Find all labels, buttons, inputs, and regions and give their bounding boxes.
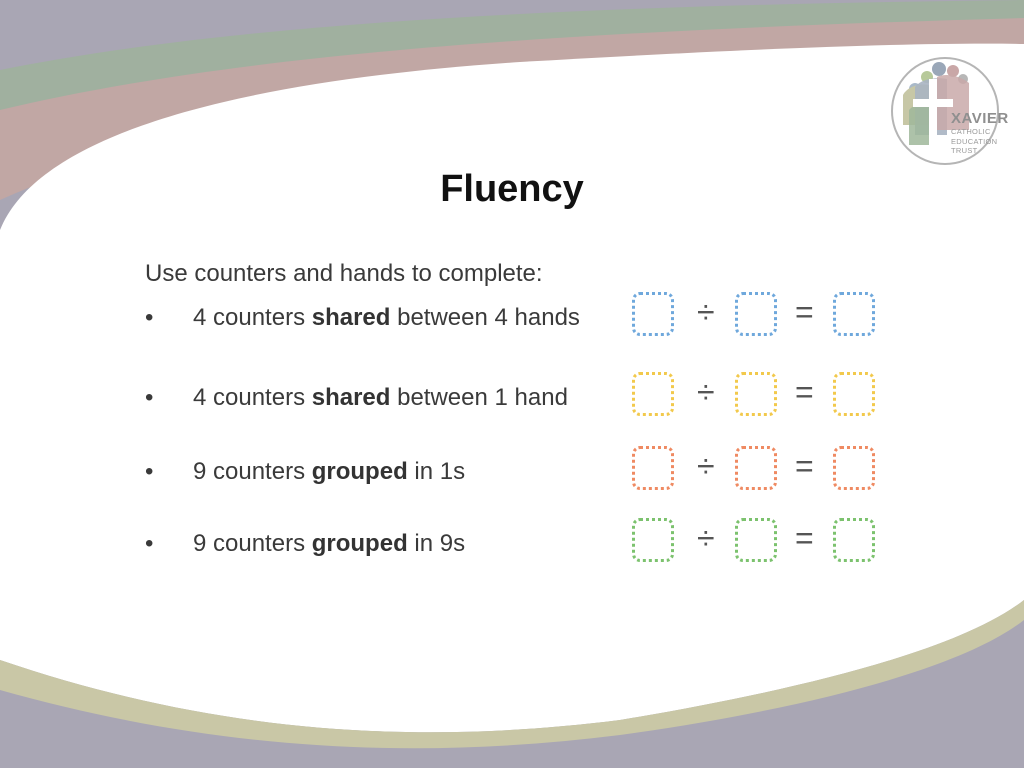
list-item: • 9 counters grouped in 9s ÷ = (145, 518, 885, 570)
bullet: • (145, 384, 154, 411)
dividend-box[interactable] (632, 446, 674, 490)
divide-sign: ÷ (697, 294, 715, 330)
item-text: 9 counters grouped in 1s (193, 458, 466, 485)
intro-text: Use counters and hands to complete: (145, 260, 543, 287)
logo-sub-2: EDUCATION (951, 136, 998, 146)
item-text: 9 counters grouped in 9s (193, 530, 466, 557)
equals-sign: = (795, 448, 814, 484)
xavier-logo: XAVIER CATHOLIC EDUCATION TRUST (889, 55, 1017, 167)
quotient-box[interactable] (833, 292, 875, 336)
divide-sign: ÷ (697, 448, 715, 484)
dividend-box[interactable] (632, 292, 674, 336)
item-text: 4 counters shared between 1 hand (193, 384, 568, 411)
logo-emblem-icon (891, 57, 999, 165)
quotient-box[interactable] (833, 518, 875, 562)
logo-text: XAVIER CATHOLIC EDUCATION TRUST (951, 111, 1009, 155)
list-item: • 9 counters grouped in 1s ÷ = (145, 446, 885, 498)
divide-sign: ÷ (697, 374, 715, 410)
dividend-box[interactable] (632, 372, 674, 416)
logo-sub-1: CATHOLIC (951, 127, 991, 136)
equals-sign: = (795, 520, 814, 556)
logo-name: XAVIER (951, 110, 1009, 127)
quotient-box[interactable] (833, 446, 875, 490)
quotient-box[interactable] (833, 372, 875, 416)
divide-sign: ÷ (697, 520, 715, 556)
logo-sub-3: TRUST (951, 146, 978, 155)
bullet: • (145, 530, 154, 557)
equals-sign: = (795, 374, 814, 410)
divisor-box[interactable] (735, 372, 777, 416)
list-item: • 4 counters shared between 4 hands ÷ = (145, 292, 885, 344)
divisor-box[interactable] (735, 518, 777, 562)
item-text: 4 counters shared between 4 hands (193, 304, 580, 331)
dividend-box[interactable] (632, 518, 674, 562)
divisor-box[interactable] (735, 446, 777, 490)
equals-sign: = (795, 294, 814, 330)
list-item: • 4 counters shared between 1 hand ÷ = (145, 372, 885, 424)
divisor-box[interactable] (735, 292, 777, 336)
slide-title: Fluency (440, 168, 584, 210)
bullet: • (145, 458, 154, 485)
bullet: • (145, 304, 154, 331)
